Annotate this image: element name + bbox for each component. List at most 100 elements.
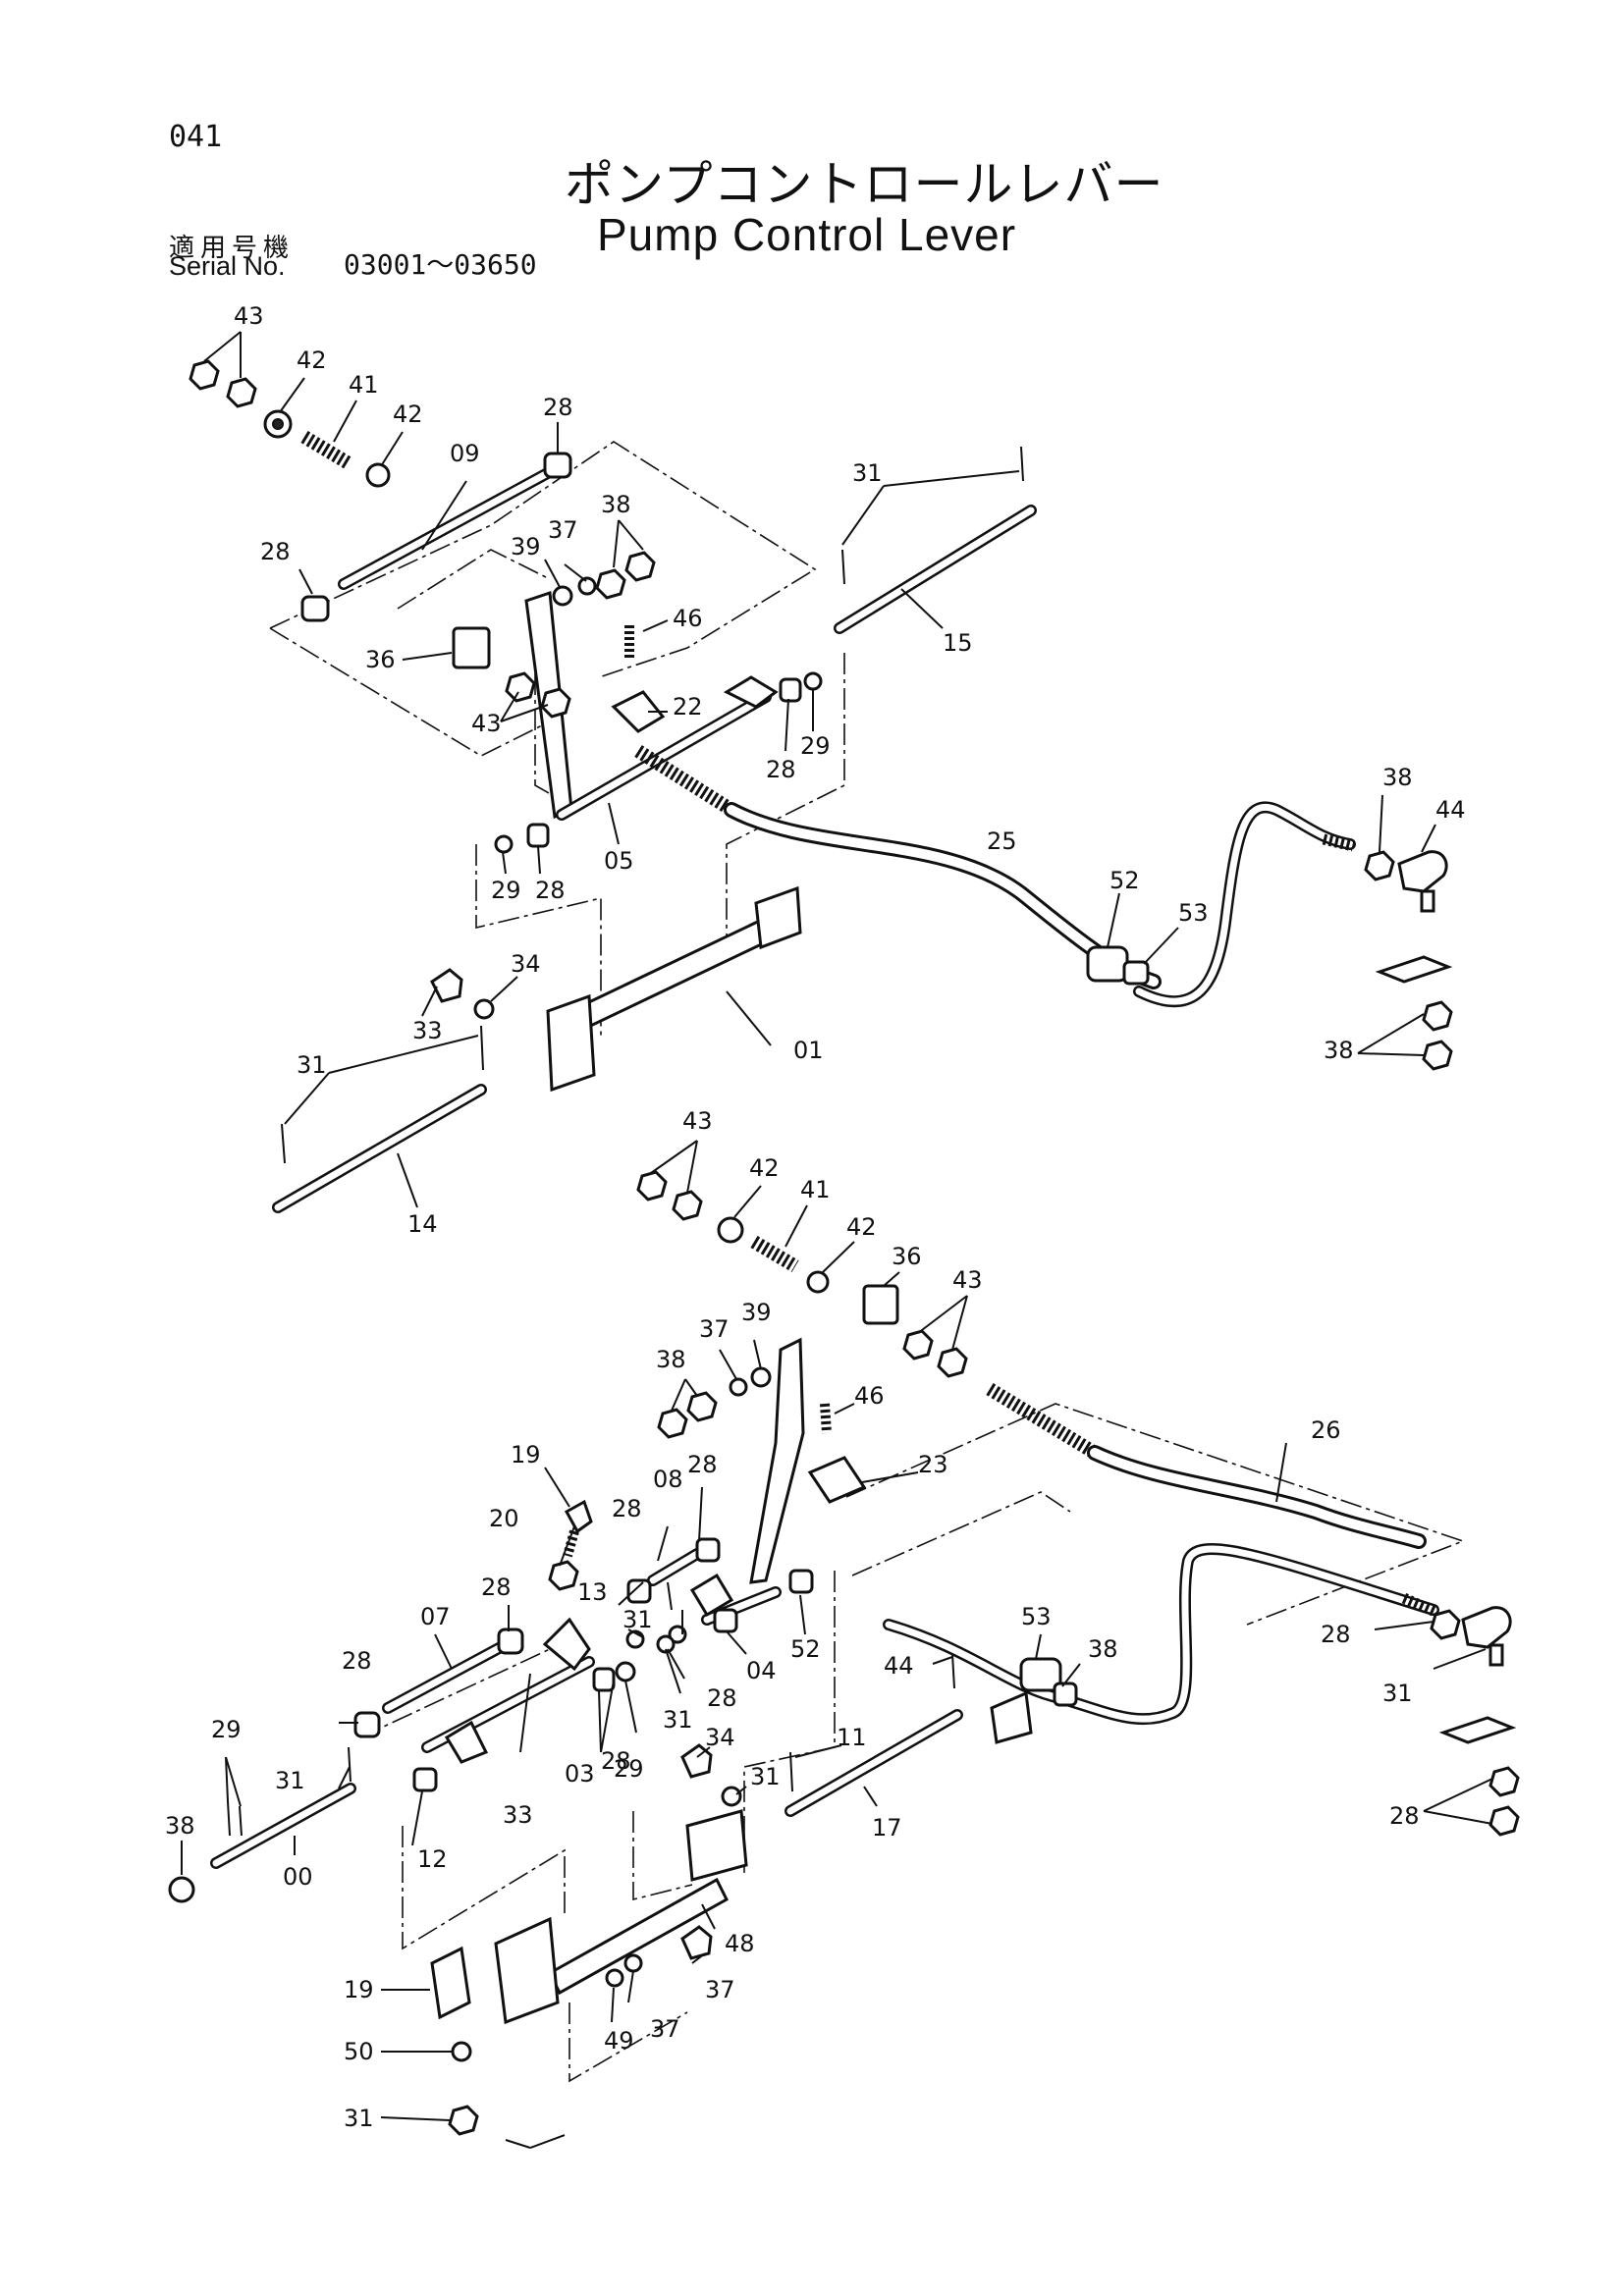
- bracket-22: [611, 690, 666, 733]
- callout-label: 23: [918, 1451, 948, 1478]
- callout-label: 42: [393, 400, 423, 428]
- callout-label: 41: [349, 371, 379, 399]
- callout-label: 52: [1109, 867, 1140, 894]
- bolt-19-thread: [563, 1529, 579, 1558]
- pin-50: [448, 2105, 479, 2136]
- nut-38: [624, 551, 656, 582]
- callout-label: 41: [800, 1176, 831, 1203]
- assembly-outline-lower-g: [632, 1811, 693, 1901]
- bushing-28: [779, 677, 802, 703]
- callout-label: 53: [1021, 1603, 1052, 1630]
- clamp-53: [1122, 960, 1150, 986]
- washer-hole: [272, 418, 284, 430]
- cotter-pin: [480, 1025, 484, 1071]
- callout-label: 44: [884, 1652, 914, 1680]
- callout-label: 33: [503, 1801, 533, 1829]
- assembly-outline-lower-f: [743, 1571, 836, 1875]
- spring-46: [820, 1403, 832, 1434]
- spring-41: [750, 1235, 799, 1273]
- callout-label: 39: [511, 533, 541, 561]
- callout-label: 42: [846, 1213, 877, 1241]
- callout-label: 28: [1321, 1621, 1351, 1648]
- base-plate-00: [494, 1916, 560, 2025]
- assembly-outline-lower-e: [568, 2002, 688, 2083]
- lever-arm-03b: [444, 1720, 489, 1764]
- callout-label: 28: [260, 538, 291, 565]
- bushing-28: [412, 1767, 438, 1792]
- callout-label: 43: [234, 302, 264, 330]
- shaft-05: [556, 691, 772, 821]
- washer-42: [365, 462, 391, 488]
- callout-label: 09: [450, 440, 480, 467]
- callout-label: 31: [622, 1606, 653, 1633]
- callout-label: 17: [872, 1814, 902, 1842]
- callout-label: 38: [656, 1346, 686, 1373]
- callout-label: 31: [852, 459, 883, 487]
- assembly-outline-upper-b: [269, 627, 551, 757]
- rod-15: [834, 505, 1037, 634]
- bushing-28: [592, 1667, 616, 1692]
- shaft-08: [647, 1548, 703, 1586]
- callout-label: 42: [749, 1154, 780, 1182]
- nut-38: [595, 568, 626, 600]
- clamp-53: [1053, 1682, 1078, 1707]
- callout-label: 43: [682, 1107, 713, 1135]
- shaft-09: [338, 463, 561, 590]
- nut-43: [189, 359, 220, 391]
- callout-label: 29: [614, 1755, 644, 1783]
- washer-37: [451, 2041, 472, 2062]
- clip-29: [803, 671, 823, 691]
- washer-42: [717, 1216, 744, 1244]
- plate: [1438, 1716, 1517, 1744]
- callout-label: 31: [1382, 1680, 1413, 1707]
- callout-label: 28: [766, 756, 796, 783]
- callout-label: 38: [1088, 1635, 1118, 1663]
- cotter-pin: [348, 1746, 352, 1783]
- callout-label: 38: [1324, 1037, 1354, 1064]
- joint-52: [1086, 945, 1129, 983]
- assembly-outline-lower-b: [851, 1491, 1071, 1576]
- callout-label: 28: [1389, 1802, 1420, 1830]
- washer-42: [806, 1270, 830, 1294]
- bushing-28: [626, 1578, 652, 1604]
- bushing-28: [713, 1608, 738, 1633]
- nut-43: [505, 671, 536, 703]
- callout-label: 29: [800, 732, 831, 760]
- callout-label: 28: [342, 1647, 372, 1675]
- ball-joint-44: [1461, 1606, 1512, 1649]
- nut-38: [657, 1408, 688, 1439]
- nut-20: [548, 1560, 579, 1591]
- washer-37: [729, 1377, 748, 1397]
- callout-label: 31: [297, 1051, 327, 1079]
- nut-38: [1430, 1609, 1461, 1640]
- bushing-28: [695, 1537, 721, 1563]
- nut-38: [1488, 1805, 1520, 1837]
- bushing-28: [788, 1569, 814, 1594]
- washer-34: [473, 998, 495, 1020]
- clip-29: [615, 1661, 636, 1682]
- bracket-48: [430, 1946, 471, 2020]
- callout-label: 34: [511, 950, 541, 978]
- base-plate-01b: [754, 885, 802, 950]
- callout-label: 22: [673, 693, 703, 721]
- callout-label: 01: [793, 1037, 824, 1064]
- cotter-pin: [951, 1653, 955, 1689]
- bushing-28: [497, 1628, 524, 1655]
- callout-label: 34: [705, 1724, 735, 1751]
- callout-label: 44: [1435, 796, 1466, 824]
- assembly-outline-upper-e: [475, 844, 602, 1036]
- callout-label: 50: [344, 2038, 374, 2065]
- callout-label: 29: [491, 877, 521, 904]
- callout-label: 37: [650, 2015, 680, 2043]
- serial-label-japanese: 適用号機: [169, 234, 296, 263]
- rod-14: [272, 1084, 487, 1213]
- bushing-28: [300, 595, 330, 622]
- assembly-outline-upper-c: [397, 549, 551, 610]
- callout-label: 53: [1178, 899, 1209, 927]
- base-plate-01: [546, 993, 596, 1093]
- nut-43: [672, 1190, 703, 1221]
- callout-label: 28: [535, 877, 566, 904]
- assembly-outline-upper-d: [726, 653, 845, 957]
- clip-29: [494, 834, 514, 854]
